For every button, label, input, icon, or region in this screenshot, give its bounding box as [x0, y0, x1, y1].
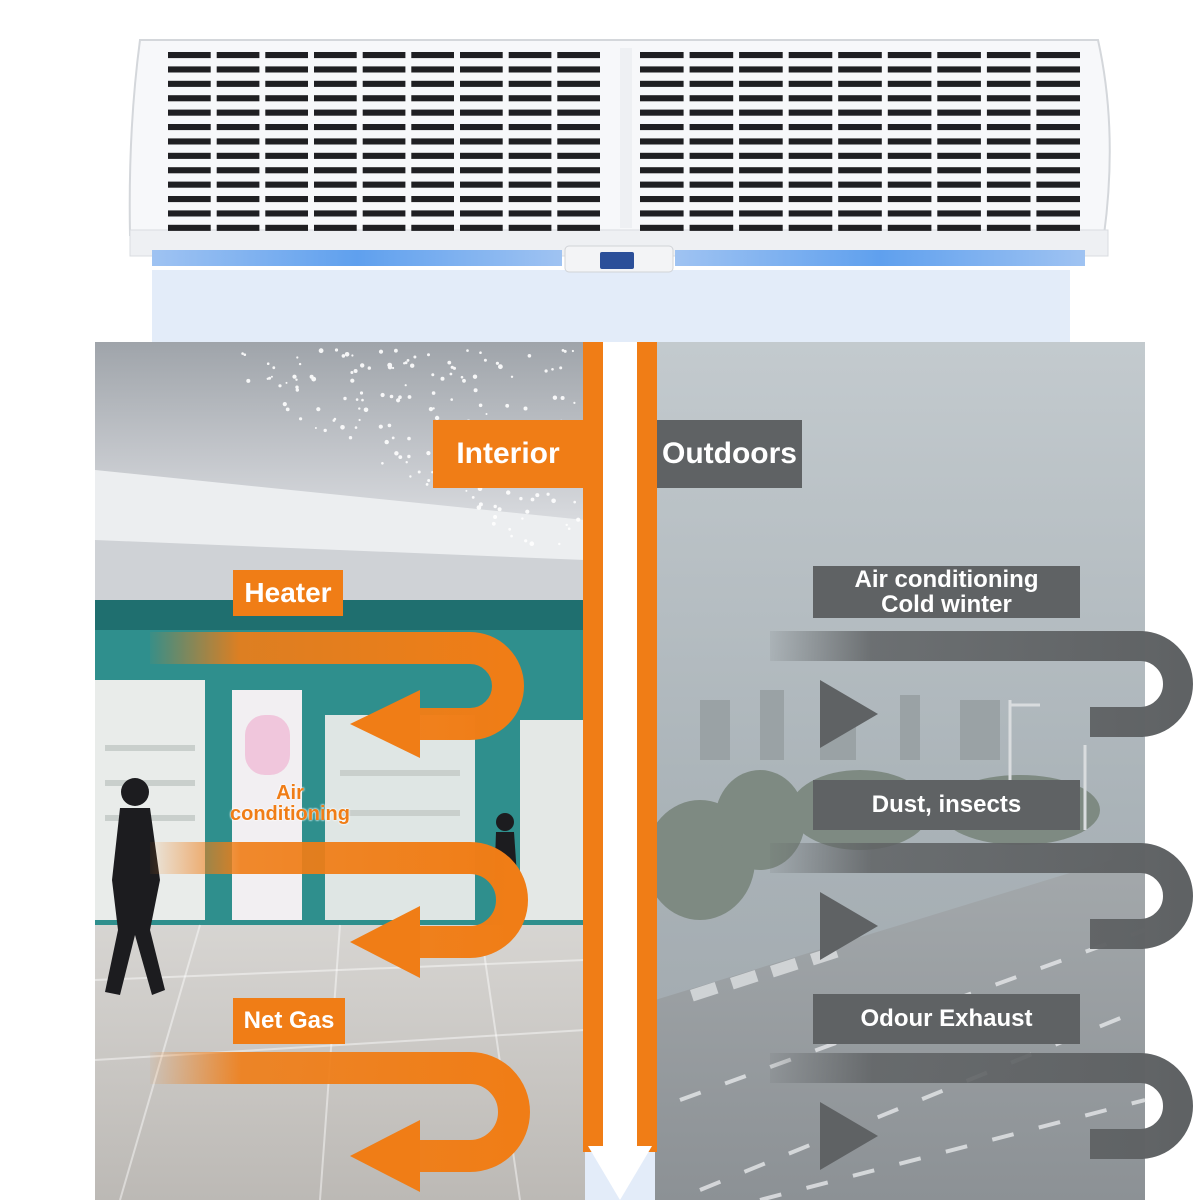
air-curtain-unit: [128, 39, 1111, 273]
net-gas-label: Net Gas: [233, 998, 345, 1044]
u-turn-arrow-right-icon: [770, 631, 1193, 748]
u-turn-arrow-left-icon: [150, 632, 524, 758]
control-panel-display: [600, 252, 634, 269]
dust-insects-label: Dust, insects: [813, 780, 1080, 830]
vent-grille-left: [168, 52, 600, 231]
outdoors-label: Outdoors: [657, 420, 802, 488]
air-conditioning-cold-winter-label: Air conditioning Cold winter: [813, 566, 1080, 618]
odour-exhaust-label: Odour Exhaust: [813, 994, 1080, 1044]
arrow-down-icon: [583, 342, 657, 1200]
heater-label: Heater: [233, 570, 343, 616]
u-turn-arrow-left-icon: [150, 1052, 530, 1192]
u-turn-arrow-left-icon: [150, 842, 528, 978]
air-conditioning-interior-label: Air conditioning: [230, 782, 350, 825]
u-turn-arrow-right-icon: [770, 1053, 1193, 1170]
interior-label: Interior: [433, 420, 583, 488]
u-turn-arrow-right-icon: [770, 843, 1193, 960]
vent-grille-right: [640, 52, 1080, 231]
